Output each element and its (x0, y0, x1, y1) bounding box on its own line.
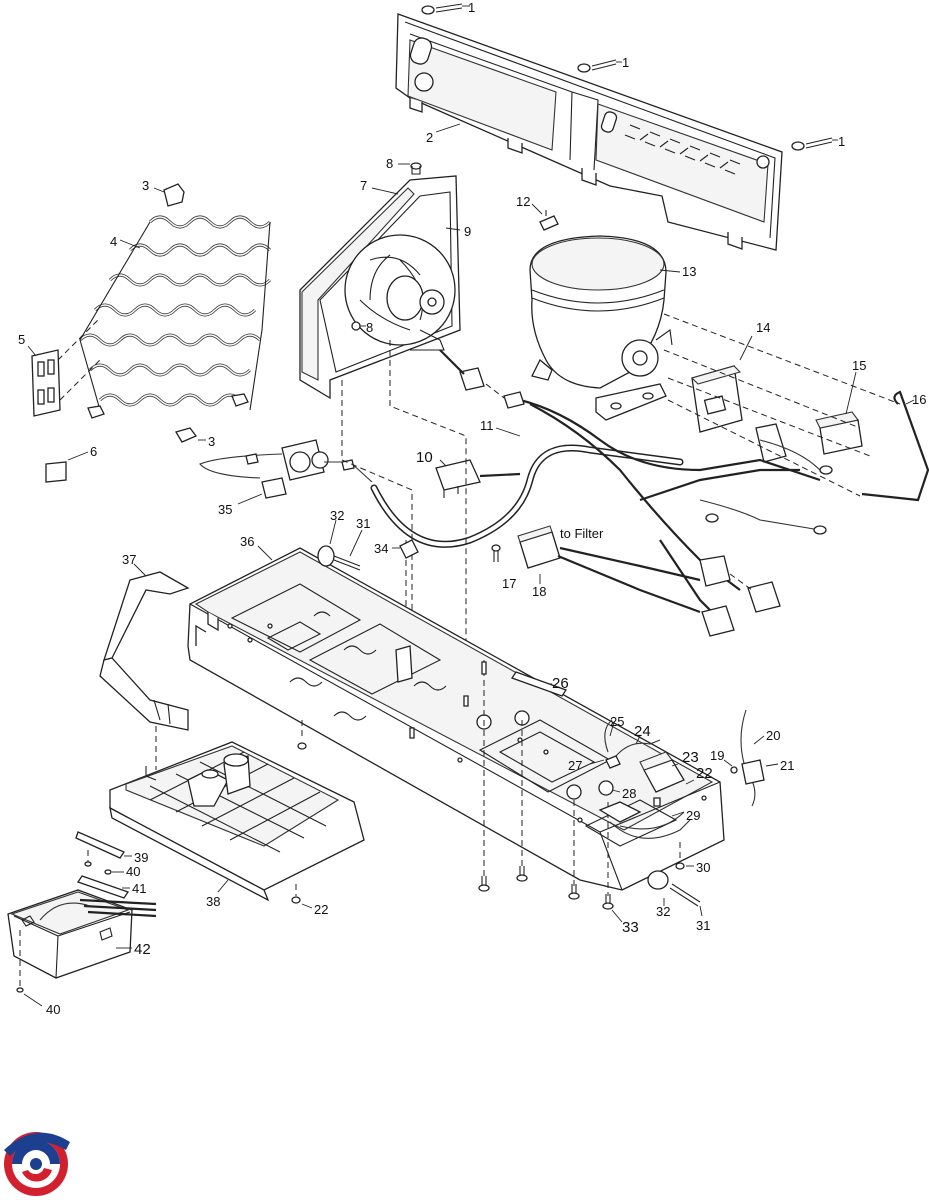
coil-clip-part-3 (87, 183, 249, 443)
callout-6: 6 (90, 444, 97, 459)
callout-21: 21 (780, 758, 794, 773)
bracket-part-39 (75, 831, 125, 859)
coil-bracket-part-5 (31, 319, 101, 417)
screw-part-22 (291, 896, 301, 904)
callout-29: 29 (686, 808, 700, 823)
callout-17: 17 (502, 576, 516, 591)
drain-tube-part-37 (99, 571, 190, 731)
callout-3b: 3 (208, 434, 215, 449)
callout-23: 23 (682, 749, 699, 766)
callout-25: 25 (610, 714, 624, 729)
power-plug-part-10 (435, 459, 521, 498)
callout-22b: 22 (314, 902, 328, 917)
strip-part-26 (510, 671, 568, 697)
fan-shroud-part (299, 175, 461, 400)
callout-18: 18 (532, 584, 546, 599)
drain-pan-part-38 (109, 741, 365, 902)
callout-20: 20 (766, 728, 780, 743)
callout-40a: 40 (126, 864, 140, 879)
callout-26: 26 (552, 675, 569, 692)
callout-10: 10 (416, 449, 433, 466)
screw-part-40 (84, 850, 112, 875)
callout-19: 19 (710, 748, 724, 763)
relay-part-14 (690, 365, 787, 463)
compressor-part (529, 235, 673, 421)
bracket-part-34 (399, 539, 419, 559)
wiring-harness-part-11 (370, 349, 833, 637)
callout-13: 13 (682, 264, 696, 279)
callout-1b: 1 (622, 55, 629, 70)
callout-16: 16 (912, 392, 926, 407)
grommet-part-32-lower (647, 870, 701, 907)
callout-8b: 8 (366, 320, 373, 335)
callout-7: 7 (360, 178, 367, 193)
screw-part-40-lower (16, 987, 24, 993)
control-cluster-part (598, 719, 691, 839)
callout-33: 33 (622, 919, 639, 936)
callout-1c: 1 (838, 134, 845, 149)
screw-part-8 (351, 162, 422, 331)
callout-8a: 8 (386, 156, 393, 171)
to-filter-label: to Filter (560, 526, 604, 541)
callout-24: 24 (634, 723, 651, 740)
callout-34: 34 (374, 541, 388, 556)
back-panel-part (395, 13, 783, 251)
pad-part-6 (45, 461, 67, 483)
callout-2: 2 (426, 130, 433, 145)
callout-3a: 3 (142, 178, 149, 193)
callout-22a: 22 (696, 765, 713, 782)
screw-part-30 (675, 862, 685, 870)
grommet-part-32 (317, 545, 361, 571)
callout-40b: 40 (46, 1002, 60, 1017)
callout-28: 28 (622, 786, 636, 801)
callout-31b: 31 (696, 918, 710, 933)
screw-set-base (297, 661, 614, 910)
sensor-part-20 (730, 709, 765, 807)
junction-box-part-42 (7, 889, 157, 979)
filter-part-18 (517, 525, 701, 614)
callout-38: 38 (206, 894, 220, 909)
callout-31a: 31 (356, 516, 370, 531)
callout-30: 30 (696, 860, 710, 875)
callout-11: 11 (480, 418, 494, 433)
callout-15: 15 (852, 358, 866, 373)
condenser-coil-part (78, 215, 272, 411)
callout-27: 27 (568, 758, 582, 773)
callout-4: 4 (110, 234, 117, 249)
callout-12: 12 (516, 194, 530, 209)
callout-41: 41 (132, 881, 146, 896)
bracket-part-41 (76, 875, 130, 899)
callout-42: 42 (134, 941, 151, 958)
overload-part-15 (815, 411, 863, 455)
callout-32b: 32 (656, 904, 670, 919)
callout-1a: 1 (468, 0, 475, 15)
clip-part-12 (539, 210, 559, 231)
callout-35: 35 (218, 502, 232, 517)
base-pan-part-36 (187, 547, 725, 891)
callout-36: 36 (240, 534, 254, 549)
water-valve-part-35 (199, 439, 373, 499)
brand-swirl-logo-icon (4, 1132, 70, 1196)
screw-part-17 (491, 544, 501, 562)
callout-14: 14 (756, 320, 770, 335)
callout-39: 39 (134, 850, 148, 865)
retainer-wire-part-16 (861, 390, 929, 502)
screw-part-1 (421, 3, 833, 151)
callout-5: 5 (18, 332, 25, 347)
callout-9: 9 (464, 224, 471, 239)
callout-37: 37 (122, 552, 136, 567)
callout-32a: 32 (330, 508, 344, 523)
